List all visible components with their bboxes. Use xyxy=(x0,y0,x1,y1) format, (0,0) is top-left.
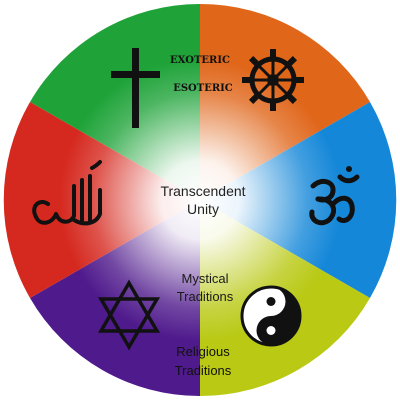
center-label-line1: Transcendent xyxy=(160,183,245,199)
esoteric-label: ESOTERIC xyxy=(173,83,233,94)
mystical-label-line2: Traditions xyxy=(177,289,234,304)
exoteric-label: EXOTERIC xyxy=(170,55,230,66)
mystical-label-line1: Mystical xyxy=(182,271,229,286)
cross-icon xyxy=(111,48,160,128)
star-of-david-icon xyxy=(97,279,161,351)
yin-yang-icon xyxy=(240,285,302,347)
dharma-wheel-icon xyxy=(242,49,304,111)
allah-calligraphy-icon xyxy=(32,160,102,226)
om-icon xyxy=(309,166,360,226)
religious-label-line2: Traditions xyxy=(175,363,232,378)
center-label-line2: Unity xyxy=(187,201,219,217)
religious-label-line1: Religious xyxy=(176,344,230,359)
